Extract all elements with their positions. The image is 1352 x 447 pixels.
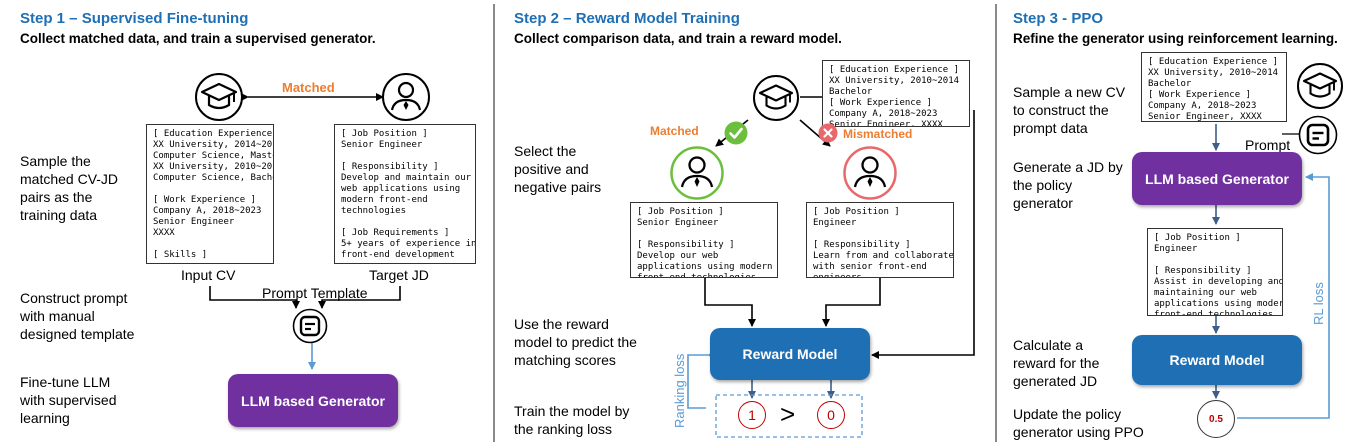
step1-generator-box: LLM based Generator [228,374,398,427]
cv-to-reward-line [871,110,975,359]
step1-matched-label: Matched [282,80,335,95]
step2-reward-model-label: Reward Model [742,346,838,362]
step1-jd-box: [ Job Position ] Senior Engineer [ Respo… [334,124,476,264]
prompt-template-label: Prompt Template [262,285,368,301]
ranking-loss-label: Ranking loss [672,353,687,428]
step3-desc-sample: Sample a new CV to construct the prompt … [1013,84,1126,136]
step2-matched-label: Matched [650,124,699,138]
step3-prompt-label: Prompt [1245,137,1291,153]
divider-step1-step2 [493,4,495,442]
rl-loss-label: RL loss [1311,282,1326,325]
jd-to-template-line [318,286,401,309]
step3-generated-jd-box: [ Job Position ] Engineer [ Responsibili… [1147,228,1283,316]
step2-negative-jd-box: [ Job Position ] Engineer [ Responsibili… [806,202,954,278]
person-icon [382,73,430,121]
person-icon [670,146,724,200]
step1-subtitle: Collect matched data, and train a superv… [20,31,376,46]
step3-reward-model-box: Reward Model [1132,335,1302,385]
rank-score-negative-value: 0 [827,407,835,423]
step1-desc-construct: Construct prompt with manual designed te… [20,290,135,342]
target-jd-label: Target JD [369,267,429,283]
step3-desc-calculate: Calculate a reward for the generated JD [1013,337,1100,389]
step2-positive-jd-box: [ Job Position ] Senior Engineer [ Respo… [630,202,778,278]
step1-cv-box: [ Education Experience ] XX University, … [146,124,274,264]
step3-desc-generate: Generate a JD by the policy generator [1013,159,1123,211]
prompt-template-icon [1298,115,1338,155]
ranking-loss-line [687,351,715,409]
prompt-template-icon [292,308,328,344]
pos-jd-to-reward-line [704,278,756,327]
graduation-cap-icon [1297,63,1343,109]
rank-operator: > [780,399,796,429]
step2-mismatched-label: Mismatched [843,127,913,141]
reward-score-value: 0.5 [1209,413,1223,425]
check-icon [724,121,748,145]
step2-reward-model-box: Reward Model [710,328,870,380]
rank-score-positive: 1 [738,401,766,429]
step3-subtitle: Refine the generator using reinforcement… [1013,31,1338,46]
neg-jd-to-reward-line [822,278,881,327]
rank-score-positive-value: 1 [748,407,756,423]
person-icon [843,146,897,200]
step2-desc-train: Train the model by the ranking loss [514,403,630,437]
divider-step2-step3 [995,4,997,442]
step1-desc-finetune: Fine-tune LLM with supervised learning [20,374,117,426]
step1-desc-sample: Sample the matched CV-JD pairs as the tr… [20,153,119,223]
step2-desc-use: Use the reward model to predict the matc… [514,316,637,368]
step2-title: Step 2 – Reward Model Training [514,10,740,27]
step3-title: Step 3 - PPO [1013,10,1104,27]
rank-score-negative: 0 [817,401,845,429]
step2-cv-box: [ Education Experience ] XX University, … [822,60,970,127]
step3-generator-label: LLM based Generator [1145,170,1289,187]
step3-reward-model-label: Reward Model [1169,352,1265,368]
step2-desc-select: Select the positive and negative pairs [514,143,602,195]
step3-cv-box: [ Education Experience ] XX University, … [1141,52,1287,122]
step3-desc-update: Update the policy generator using PPO [1013,406,1144,440]
reward-score: 0.5 [1197,400,1235,438]
cross-icon [818,123,838,143]
step3-generator-box: LLM based Generator [1132,152,1302,205]
step2-subtitle: Collect comparison data, and train a rew… [514,31,842,46]
step1-title: Step 1 – Supervised Fine-tuning [20,10,249,27]
cv-to-template-line [209,286,300,309]
rl-loss-line [1237,173,1330,419]
ranking-loss-box [715,394,863,438]
step1-generator-label: LLM based Generator [241,392,385,409]
graduation-cap-icon [195,73,243,121]
input-cv-label: Input CV [181,267,236,283]
graduation-cap-icon [753,75,799,121]
